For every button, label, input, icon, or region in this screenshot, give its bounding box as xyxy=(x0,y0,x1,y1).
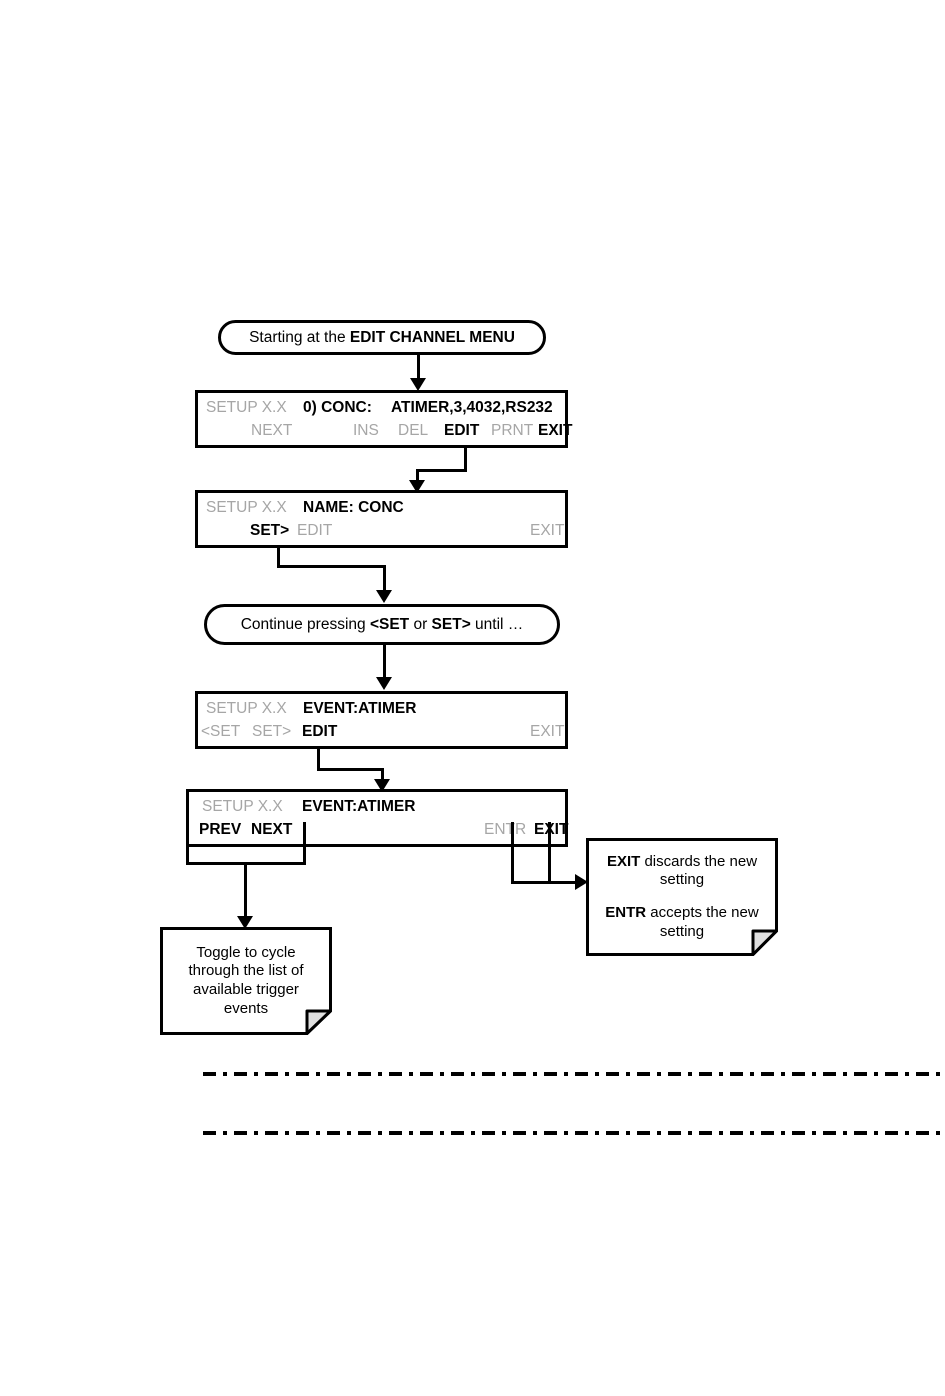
softkey-next[interactable]: NEXT xyxy=(251,821,293,838)
softkey-next[interactable]: NEXT xyxy=(251,422,293,439)
arrow-continue-to-event xyxy=(376,677,392,690)
display-event-edit: SETUP X.X EVENT:ATIMER PREV NEXT ENTR EX… xyxy=(186,789,568,847)
softkey-prev[interactable]: PREV xyxy=(199,821,242,838)
arrow-set-to-continue xyxy=(376,590,392,603)
start-node-label: Starting at the EDIT CHANNEL MENU xyxy=(249,329,515,347)
softkey-ins[interactable]: INS xyxy=(353,422,379,439)
softkey-set-next[interactable]: SET> xyxy=(252,723,292,740)
note-exit-entr: EXIT discards the new setting ENTR accep… xyxy=(586,838,778,956)
connector-entr-drop xyxy=(511,822,514,884)
note-exit-entr-text: EXIT discards the new setting ENTR accep… xyxy=(594,853,770,942)
continue-text-1: Continue pressing xyxy=(240,615,370,633)
connector-edit-to-event-edit-v1 xyxy=(317,747,320,771)
note-exit-rest: discards the new setting xyxy=(640,852,758,889)
display-conc-channel: SETUP X.X 0) CONC: ATIMER,3,4032,RS232 N… xyxy=(195,390,572,448)
display-setup-label: SETUP X.X xyxy=(206,499,287,516)
connector-prev-drop xyxy=(186,822,189,865)
display-event-value: EVENT:ATIMER xyxy=(303,700,417,717)
softkey-edit[interactable]: EDIT xyxy=(297,522,333,539)
display-event-value: EVENT:ATIMER xyxy=(302,798,416,815)
continue-text-2: or xyxy=(409,615,432,633)
connector-continue-to-event xyxy=(383,645,386,683)
note-toggle-line-1: Toggle to cycle xyxy=(196,943,296,961)
connector-set-to-continue-v1 xyxy=(277,546,280,568)
display-event-select: SETUP X.X EVENT:ATIMER <SET SET> EDIT EX… xyxy=(195,691,568,749)
arrow-edit-to-event-edit xyxy=(374,779,390,792)
connector-set-to-continue-h xyxy=(277,565,386,568)
connector-entrexit-to-note xyxy=(548,881,582,884)
note-toggle-line-4: events xyxy=(223,999,269,1017)
continue-node-label: Continue pressing <SET or SET> until … xyxy=(241,616,524,634)
display-event-select-bottom-row: <SET SET> EDIT EXIT xyxy=(198,720,565,744)
note-spacer xyxy=(594,890,770,904)
note-toggle-line-3: available trigger xyxy=(193,981,299,998)
display-channel-value: ATIMER,3,4032,RS232 xyxy=(391,399,553,416)
arrow-prevnext-to-note xyxy=(237,916,253,929)
softkey-edit[interactable]: EDIT xyxy=(444,422,480,439)
softkey-exit[interactable]: EXIT xyxy=(530,723,565,740)
connector-set-to-continue-v2 xyxy=(383,565,386,594)
start-node-prefix: Starting at the xyxy=(249,328,350,346)
separator-rule-bottom xyxy=(203,1131,945,1135)
display-event-select-top-row: SETUP X.X EVENT:ATIMER xyxy=(198,697,565,721)
display-conc-top-row: SETUP X.X 0) CONC: ATIMER,3,4032,RS232 xyxy=(198,396,565,420)
softkey-del[interactable]: DEL xyxy=(398,422,429,439)
connector-entrexit-merge-bar xyxy=(511,881,551,884)
arrow-start-to-conc xyxy=(410,378,426,391)
softkey-exit[interactable]: EXIT xyxy=(534,821,569,838)
note-toggle-text: Toggle to cycle through the list of avai… xyxy=(188,944,303,1019)
display-name-conc: SETUP X.X NAME: CONC SET> EDIT EXIT xyxy=(195,490,568,548)
softkey-edit[interactable]: EDIT xyxy=(302,723,338,740)
display-event-edit-bottom-row: PREV NEXT ENTR EXIT xyxy=(189,818,569,842)
display-setup-label: SETUP X.X xyxy=(206,700,287,717)
connector-edit-to-name-v1 xyxy=(464,446,467,472)
continue-key-set-prev: <SET xyxy=(369,615,410,633)
connector-exit-drop xyxy=(548,822,551,884)
display-setup-label: SETUP X.X xyxy=(206,399,287,416)
arrow-edit-to-name xyxy=(409,480,425,493)
separator-rule-top xyxy=(203,1072,945,1076)
continue-key-set-next: SET> xyxy=(431,615,471,633)
connector-next-drop xyxy=(303,822,306,865)
display-name-top-row: SETUP X.X NAME: CONC xyxy=(198,496,565,520)
softkey-exit[interactable]: EXIT xyxy=(530,522,565,539)
note-key-exit: EXIT xyxy=(606,852,641,870)
softkey-prnt[interactable]: PRNT xyxy=(491,422,534,439)
note-line-entr: ENTR accepts the new setting xyxy=(594,904,770,942)
display-event-edit-top-row: SETUP X.X EVENT:ATIMER xyxy=(189,795,565,819)
display-name-value: NAME: CONC xyxy=(303,499,404,516)
softkey-set-prev[interactable]: <SET xyxy=(201,723,241,740)
display-channel-label: 0) CONC: xyxy=(303,399,372,416)
softkey-set-next[interactable]: SET> xyxy=(250,522,290,539)
note-entr-rest: accepts the new setting xyxy=(646,904,759,940)
start-node: Starting at the EDIT CHANNEL MENU xyxy=(218,320,546,355)
connector-edit-to-name-h xyxy=(416,469,467,472)
connector-edit-to-event-edit-v2 xyxy=(381,768,384,784)
display-conc-bottom-row: NEXT INS DEL EDIT PRNT EXIT xyxy=(198,419,572,443)
arrow-entrexit-to-note xyxy=(575,874,588,890)
connector-edit-to-event-edit-h xyxy=(317,768,384,771)
continue-node: Continue pressing <SET or SET> until … xyxy=(204,604,560,645)
note-toggle-list: Toggle to cycle through the list of avai… xyxy=(160,927,332,1035)
connector-prevnext-to-note xyxy=(244,862,247,922)
connector-edit-to-name-v2 xyxy=(416,469,419,485)
softkey-entr[interactable]: ENTR xyxy=(484,821,527,838)
display-setup-label: SETUP X.X xyxy=(202,798,283,815)
note-toggle-line-2: through the list of xyxy=(188,962,304,980)
display-name-bottom-row: SET> EDIT EXIT xyxy=(198,519,565,543)
start-node-emphasis: EDIT CHANNEL MENU xyxy=(349,328,515,346)
note-line-exit: EXIT discards the new setting xyxy=(594,853,770,891)
softkey-exit[interactable]: EXIT xyxy=(538,422,573,439)
continue-text-3: until … xyxy=(470,615,524,633)
connector-start-to-conc xyxy=(417,355,420,383)
note-key-entr: ENTR xyxy=(605,904,647,921)
